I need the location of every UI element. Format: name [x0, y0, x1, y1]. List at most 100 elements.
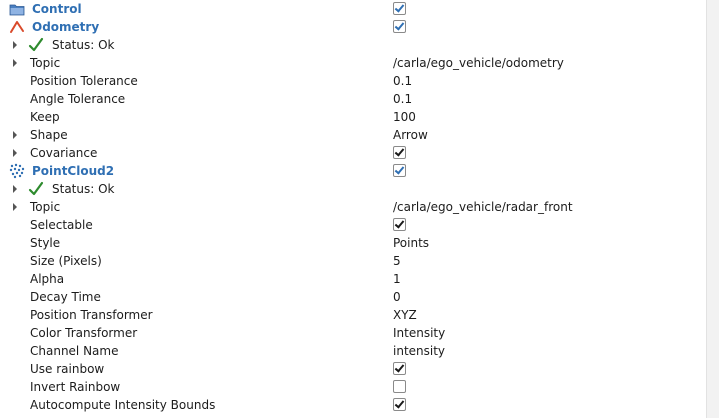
expand-arrow-icon[interactable] — [12, 198, 20, 216]
property-name-cell: Use rainbow — [0, 360, 390, 378]
invert-rainbow-checkbox[interactable] — [393, 380, 406, 393]
property-value-cell — [393, 180, 703, 198]
property-value[interactable]: 0 — [393, 290, 401, 304]
tree-row-topic[interactable]: Topic/carla/ego_vehicle/odometry — [0, 54, 719, 72]
property-value-cell[interactable]: /carla/ego_vehicle/odometry — [393, 54, 703, 72]
property-value-cell[interactable] — [393, 162, 703, 180]
vertical-scrollbar[interactable] — [706, 0, 719, 418]
expand-arrow-icon[interactable] — [12, 144, 20, 162]
property-value[interactable]: Arrow — [393, 128, 428, 142]
property-value-cell[interactable]: 0.1 — [393, 72, 703, 90]
property-name-cell: Style — [0, 234, 390, 252]
property-value-cell[interactable]: XYZ — [393, 306, 703, 324]
property-value[interactable]: 0.1 — [393, 74, 413, 88]
property-value-cell[interactable]: 1 — [393, 270, 703, 288]
property-label: Topic — [30, 56, 61, 70]
tree-row-autocompute-intensity-bounds[interactable]: Autocompute Intensity Bounds — [0, 396, 719, 414]
property-label: Style — [30, 236, 61, 250]
expand-arrow-icon[interactable] — [12, 180, 20, 198]
tree-row-control[interactable]: Control — [0, 0, 719, 18]
tree-row-topic[interactable]: Topic/carla/ego_vehicle/radar_front — [0, 198, 719, 216]
property-value[interactable]: /carla/ego_vehicle/odometry — [393, 56, 564, 70]
property-value-cell — [393, 36, 703, 54]
property-value-cell[interactable] — [393, 0, 703, 18]
property-value-cell[interactable]: Points — [393, 234, 703, 252]
property-label: Color Transformer — [30, 326, 138, 340]
property-label: Odometry — [32, 20, 100, 34]
property-name-cell: Size (Pixels) — [0, 252, 390, 270]
property-value[interactable]: Intensity — [393, 326, 446, 340]
tree-row-size-pixels[interactable]: Size (Pixels) 5 — [0, 252, 719, 270]
property-value[interactable]: 1 — [393, 272, 401, 286]
tree-row-selectable[interactable]: Selectable — [0, 216, 719, 234]
property-label: PointCloud2 — [32, 164, 115, 178]
property-value-cell[interactable]: 100 — [393, 108, 703, 126]
property-name-cell: Odometry — [0, 18, 390, 36]
tree-row-use-rainbow[interactable]: Use rainbow — [0, 360, 719, 378]
checkmark-icon — [28, 37, 44, 53]
property-label: Keep — [30, 110, 60, 124]
tree-row-odometry[interactable]: Odometry — [0, 18, 719, 36]
property-value[interactable]: 5 — [393, 254, 401, 268]
property-value-cell[interactable]: Intensity — [393, 324, 703, 342]
tree-row-alpha[interactable]: Alpha 1 — [0, 270, 719, 288]
property-name-cell: Position Tolerance — [0, 72, 390, 90]
tree-row-status-ok[interactable]: Status: Ok — [0, 36, 719, 54]
checkmark-icon — [28, 181, 44, 197]
property-value[interactable]: intensity — [393, 344, 446, 358]
odometry-checkbox[interactable] — [393, 20, 406, 33]
property-name-cell: Invert Rainbow — [0, 378, 390, 396]
covariance-checkbox[interactable] — [393, 146, 406, 159]
expand-arrow-icon[interactable] — [12, 36, 20, 54]
expand-arrow-icon[interactable] — [12, 126, 20, 144]
property-value-cell[interactable]: 5 — [393, 252, 703, 270]
property-label: Size (Pixels) — [30, 254, 102, 268]
property-label: Status: Ok — [52, 182, 115, 196]
property-value-cell[interactable] — [393, 396, 703, 414]
property-name-cell: Alpha — [0, 270, 390, 288]
property-value[interactable]: Points — [393, 236, 430, 250]
property-name-cell: Status: Ok — [0, 36, 390, 54]
property-value[interactable]: XYZ — [393, 308, 417, 322]
property-value[interactable]: 0.1 — [393, 92, 413, 106]
tree-row-invert-rainbow[interactable]: Invert Rainbow — [0, 378, 719, 396]
property-value-cell[interactable] — [393, 144, 703, 162]
property-label: Alpha — [30, 272, 65, 286]
tree-row-pointcloud2[interactable]: PointCloud2 — [0, 162, 719, 180]
property-value[interactable]: /carla/ego_vehicle/radar_front — [393, 200, 573, 214]
folder-icon — [9, 1, 25, 17]
property-value[interactable]: 100 — [393, 110, 416, 124]
tree-row-status-ok[interactable]: Status: Ok — [0, 180, 719, 198]
expand-arrow-icon[interactable] — [12, 54, 20, 72]
property-label: Covariance — [30, 146, 98, 160]
tree-row-keep[interactable]: Keep 100 — [0, 108, 719, 126]
tree-row-style[interactable]: Style Points — [0, 234, 719, 252]
property-value-cell[interactable]: 0.1 — [393, 90, 703, 108]
property-value-cell[interactable]: intensity — [393, 342, 703, 360]
use-rainbow-checkbox[interactable] — [393, 362, 406, 375]
property-label: Use rainbow — [30, 362, 105, 376]
control-checkbox[interactable] — [393, 2, 406, 15]
pointcloud2-checkbox[interactable] — [393, 164, 406, 177]
property-value-cell[interactable] — [393, 216, 703, 234]
selectable-checkbox[interactable] — [393, 218, 406, 231]
property-value-cell[interactable] — [393, 360, 703, 378]
property-label: Autocompute Intensity Bounds — [30, 398, 216, 412]
property-name-cell: Angle Tolerance — [0, 90, 390, 108]
property-value-cell[interactable]: Arrow — [393, 126, 703, 144]
tree-row-color-transformer[interactable]: Color Transformer Intensity — [0, 324, 719, 342]
autocompute-intensity-bounds-checkbox[interactable] — [393, 398, 406, 411]
tree-row-covariance[interactable]: Covariance — [0, 144, 719, 162]
property-value-cell[interactable]: 0 — [393, 288, 703, 306]
property-name-cell: Covariance — [0, 144, 390, 162]
property-value-cell[interactable] — [393, 18, 703, 36]
property-value-cell[interactable]: /carla/ego_vehicle/radar_front — [393, 198, 703, 216]
property-value-cell[interactable] — [393, 378, 703, 396]
